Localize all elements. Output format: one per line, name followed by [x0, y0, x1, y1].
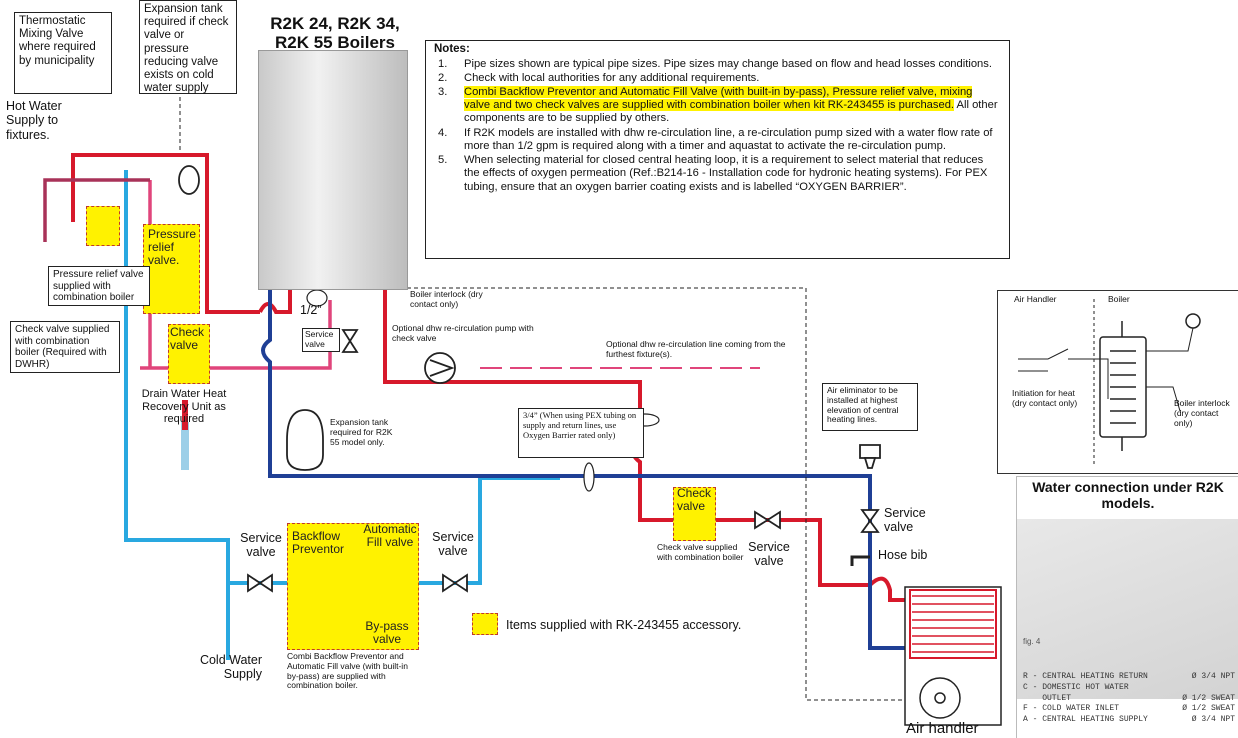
check-valve-supplied-marker: [168, 324, 210, 384]
optional-pump-label: Optional dhw re-circulation pump with ch…: [392, 323, 534, 343]
wiring-air-handler-label: Air Handler: [1014, 294, 1057, 304]
water-connection-legend: R - CENTRAL HEATING RETURN Ø 3/4 NPT C - D…: [1023, 672, 1235, 726]
water-connection-panel: Water connection under R2K models. fig. …: [1016, 476, 1238, 738]
note-item: 3. Combi Backflow Preventor and Automatic…: [438, 86, 1001, 126]
note-number: 3.: [438, 86, 448, 98]
note-text: All other components are to be supplied …: [464, 99, 998, 125]
backflow-assembly-supplied-marker: [287, 523, 419, 650]
note-text-wrap: Combi Backflow Preventor and Automatic F…: [464, 86, 1001, 126]
air-eliminator-symbol: [859, 444, 881, 469]
optional-recirculation-line-label: Optional dhw re-circulation line coming …: [606, 339, 786, 359]
note-item: 4. If R2K models are installed with dhw r…: [438, 127, 1001, 153]
air-handler-unit: [904, 586, 1002, 726]
water-connection-title: Water connection under R2K models.: [1032, 479, 1224, 512]
notes-list: 1. Pipe sizes shown are typical pipe size…: [434, 58, 1001, 194]
note-text: When selecting material for closed centr…: [464, 154, 988, 193]
expansion-r2k55-label: Expansion tank required for R2K 55 model…: [330, 417, 393, 447]
wiring-boiler-label: Boiler: [1108, 294, 1130, 304]
check-valve-2-yellow-label: Check valve: [677, 486, 712, 514]
notes-heading: Notes:: [434, 43, 470, 55]
bypass-label: By-pass valve: [365, 619, 409, 647]
note-text: If R2K models are installed with dhw re-…: [464, 126, 993, 152]
service-valve-mid-label: Service valve: [748, 540, 790, 569]
pressure-relief-supplied-marker: [143, 224, 200, 314]
legend-row-label: OUTLET: [1023, 693, 1072, 703]
wiring-interlock-label: Boiler interlock (dry contact only): [1174, 398, 1230, 428]
legend-row-label: C - DOMESTIC HOT WATER: [1023, 682, 1129, 692]
combi-note-label: Combi Backflow Preventor and Automatic F…: [287, 651, 408, 691]
hose-bib-symbol: [850, 555, 870, 566]
wiring-panel-drawing: [1018, 299, 1201, 467]
diagram-title: R2K 24, R2K 34, R2K 55 Boilers: [250, 14, 420, 52]
check-valve-callout: Check valve supplied with combination bo…: [10, 321, 120, 373]
legend-row: R - CENTRAL HEATING RETURN Ø 3/4 NPT: [1023, 672, 1235, 683]
title-line-1: R2K 24, R2K 34,: [270, 14, 400, 33]
check-valve-2-supplied-label: Check valve supplied with combination bo…: [657, 542, 744, 562]
boiler-interlock-label: Boiler interlock (dry contact only): [410, 289, 483, 309]
air-handler-label: Air handler: [906, 720, 979, 737]
note-number: 4.: [438, 126, 448, 139]
note-text: Check with local authorities for any add…: [464, 71, 760, 84]
title-line-2: R2K 55 Boilers: [275, 33, 395, 53]
return-pipe: [261, 290, 905, 650]
legend-row-label: A - CENTRAL HEATING SUPPLY: [1023, 715, 1148, 725]
mixing-valve-supplied-marker: [86, 206, 120, 246]
note-item: 1. Pipe sizes shown are typical pipe size…: [438, 58, 1001, 71]
note-text: Pipe sizes shown are typical pipe sizes.…: [464, 57, 992, 70]
legend-row-label: R - CENTRAL HEATING RETURN: [1023, 672, 1148, 681]
backflow-label: Backflow Preventor: [292, 529, 345, 557]
pressure-relief-callout: Pressure relief valve supplied with comb…: [48, 266, 150, 306]
note-number: 5.: [438, 154, 448, 167]
notes-box: Notes: 1. Pipe sizes shown are typical pi…: [425, 40, 1010, 259]
pex-note-callout: 3/4” (When using PEX tubing on supply an…: [518, 408, 644, 458]
note-number: 1.: [438, 57, 448, 70]
hose-bib-label: Hose bib: [878, 548, 928, 562]
note-highlight: Combi Backflow Preventor and Automatic F…: [464, 86, 973, 112]
pipe-size-half-label: 1/2”: [300, 303, 322, 317]
note-item: 5. When selecting material for closed cen…: [438, 154, 1001, 194]
service-valve-boiler-callout: Service valve: [302, 328, 340, 352]
service-valve-fill-label: Service valve: [432, 530, 474, 559]
legend-row-size: Ø 3/4 NPT: [1191, 715, 1235, 725]
check-valve-2-supplied-marker: [673, 487, 716, 541]
legend-row-size: Ø 1/2 SWEAT: [1182, 693, 1235, 703]
note-text-wrap: Check with local authorities for any add…: [464, 72, 759, 85]
legend-row-size: Ø 1/2 SWEAT: [1182, 704, 1235, 714]
legend-swatch: [472, 613, 498, 635]
air-eliminator-callout: Air eliminator to be installed at highes…: [822, 383, 918, 431]
legend-row: A - CENTRAL HEATING SUPPLY Ø 3/4 NPT: [1023, 715, 1235, 726]
note-text-wrap: Pipe sizes shown are typical pipe sizes.…: [464, 58, 992, 71]
legend-row: C - DOMESTIC HOT WATER: [1023, 683, 1235, 694]
service-valve-left-label: Service valve: [240, 531, 282, 560]
expansion-tank-callout: Expansion tank required if check valve o…: [139, 0, 237, 94]
pressure-relief-yellow-label: Pressure relief valve.: [148, 227, 197, 268]
wiring-initiation-label: Initiation for heat (dry contact only): [1012, 388, 1078, 408]
drain-water-label: Drain Water Heat Recovery Unit as requir…: [141, 388, 227, 426]
water-connection-image: [1017, 519, 1238, 699]
note-number: 2.: [438, 71, 448, 84]
water-connection-fig-label: fig. 4: [1023, 637, 1041, 646]
auto-fill-label: Automatic Fill valve: [363, 522, 417, 550]
legend-label: Items supplied with RK-243455 accessory.: [506, 618, 742, 632]
legend-row: F - COLD WATER INLET Ø 1/2 SWEAT: [1023, 704, 1235, 715]
note-text-wrap: If R2K models are installed with dhw re-…: [464, 127, 1001, 153]
check-valve-yellow-label: Check valve: [170, 325, 205, 353]
cold-water-supply-label: Cold Water Supply: [199, 653, 262, 682]
hot-water-supply-label: Hot Water Supply to fixtures.: [6, 99, 62, 142]
note-text-wrap: When selecting material for closed centr…: [464, 154, 1001, 194]
legend-row-size: Ø 3/4 NPT: [1191, 672, 1235, 681]
boiler-image: [258, 50, 408, 290]
legend-row: OUTLET Ø 1/2 SWEAT: [1023, 694, 1235, 705]
service-valve-right-label: Service valve: [884, 506, 926, 535]
wiring-panel: Air Handler Boiler Initiation for heat (…: [997, 290, 1238, 474]
legend-row-label: F - COLD WATER INLET: [1023, 704, 1120, 714]
pump-symbol: [424, 352, 456, 384]
note-item: 2. Check with local authorities for any a…: [438, 72, 1001, 85]
thermostatic-mixing-valve-callout: Thermostatic Mixing Valve where required…: [14, 12, 112, 94]
